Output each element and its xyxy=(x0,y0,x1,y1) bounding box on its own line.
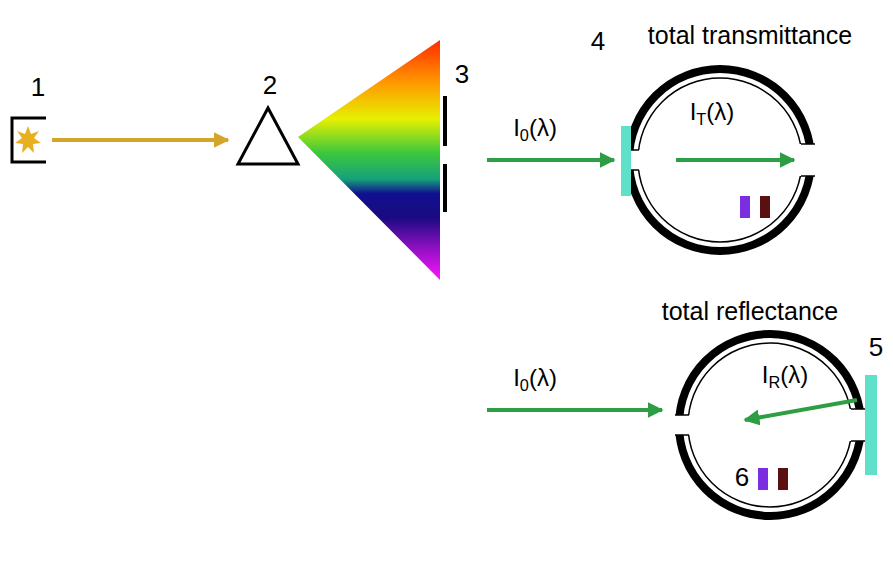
port-edge xyxy=(851,440,865,442)
callout-number: 5 xyxy=(869,333,883,363)
callout-number: 4 xyxy=(591,27,605,57)
symbol-subscript: 0 xyxy=(520,376,529,394)
symbol-subscript: 0 xyxy=(520,126,529,144)
detector-uv xyxy=(740,196,750,218)
symbol-argument: (λ) xyxy=(529,114,557,141)
callout-number: 3 xyxy=(455,60,469,90)
entrance-port xyxy=(673,415,691,435)
lamp-housing xyxy=(12,118,46,162)
callout-number: 1 xyxy=(31,73,45,103)
integrating-sphere: total transmittance xyxy=(600,8,893,270)
sample xyxy=(865,375,877,475)
symbol-base: I xyxy=(690,98,697,125)
exit-port xyxy=(849,409,867,441)
integrating-sphere: total reflectance xyxy=(600,290,893,535)
lamp-star xyxy=(15,126,41,153)
detector-ir xyxy=(778,468,788,490)
exit-port xyxy=(799,144,817,176)
port-edge xyxy=(675,434,689,436)
intensity-symbol: I0(λ) xyxy=(513,114,557,142)
symbol-base: I xyxy=(762,361,769,388)
sphere-heading: total transmittance xyxy=(600,20,893,50)
reflected-beam xyxy=(745,400,857,420)
sphere-wall xyxy=(629,69,811,251)
symbol-argument: (λ) xyxy=(706,98,734,125)
detector-uv xyxy=(758,468,768,490)
sphere-wall xyxy=(679,334,861,516)
port-edge xyxy=(801,143,815,145)
detector-ir xyxy=(760,196,770,218)
prism xyxy=(238,108,298,164)
port-edge xyxy=(851,408,865,410)
symbol-subscript: T xyxy=(696,110,706,128)
white-beam xyxy=(52,138,228,142)
incident-beam xyxy=(487,408,662,412)
intensity-symbol: IR(λ) xyxy=(762,361,808,389)
callout-number: 6 xyxy=(735,463,749,493)
sphere-coating xyxy=(638,78,802,242)
intensity-symbol: IT(λ) xyxy=(690,98,735,126)
spectrum-fan xyxy=(298,40,440,280)
symbol-base: I xyxy=(513,114,520,141)
sphere-coating xyxy=(688,343,852,507)
symbol-base: I xyxy=(513,364,520,391)
port-edge xyxy=(675,414,689,416)
callout-number: 2 xyxy=(263,71,277,101)
sphere-heading: total reflectance xyxy=(600,296,893,326)
port-edge xyxy=(801,175,815,177)
slit-jaw xyxy=(443,96,447,146)
incident-beam xyxy=(487,158,614,162)
sphere-outline xyxy=(600,290,890,535)
slit-jaw xyxy=(443,164,447,212)
sample xyxy=(621,126,631,196)
intensity-symbol: I0(λ) xyxy=(513,364,557,392)
symbol-argument: (λ) xyxy=(780,361,808,388)
transmitted-beam xyxy=(676,158,794,162)
symbol-argument: (λ) xyxy=(529,364,557,391)
symbol-subscript: R xyxy=(768,373,780,391)
